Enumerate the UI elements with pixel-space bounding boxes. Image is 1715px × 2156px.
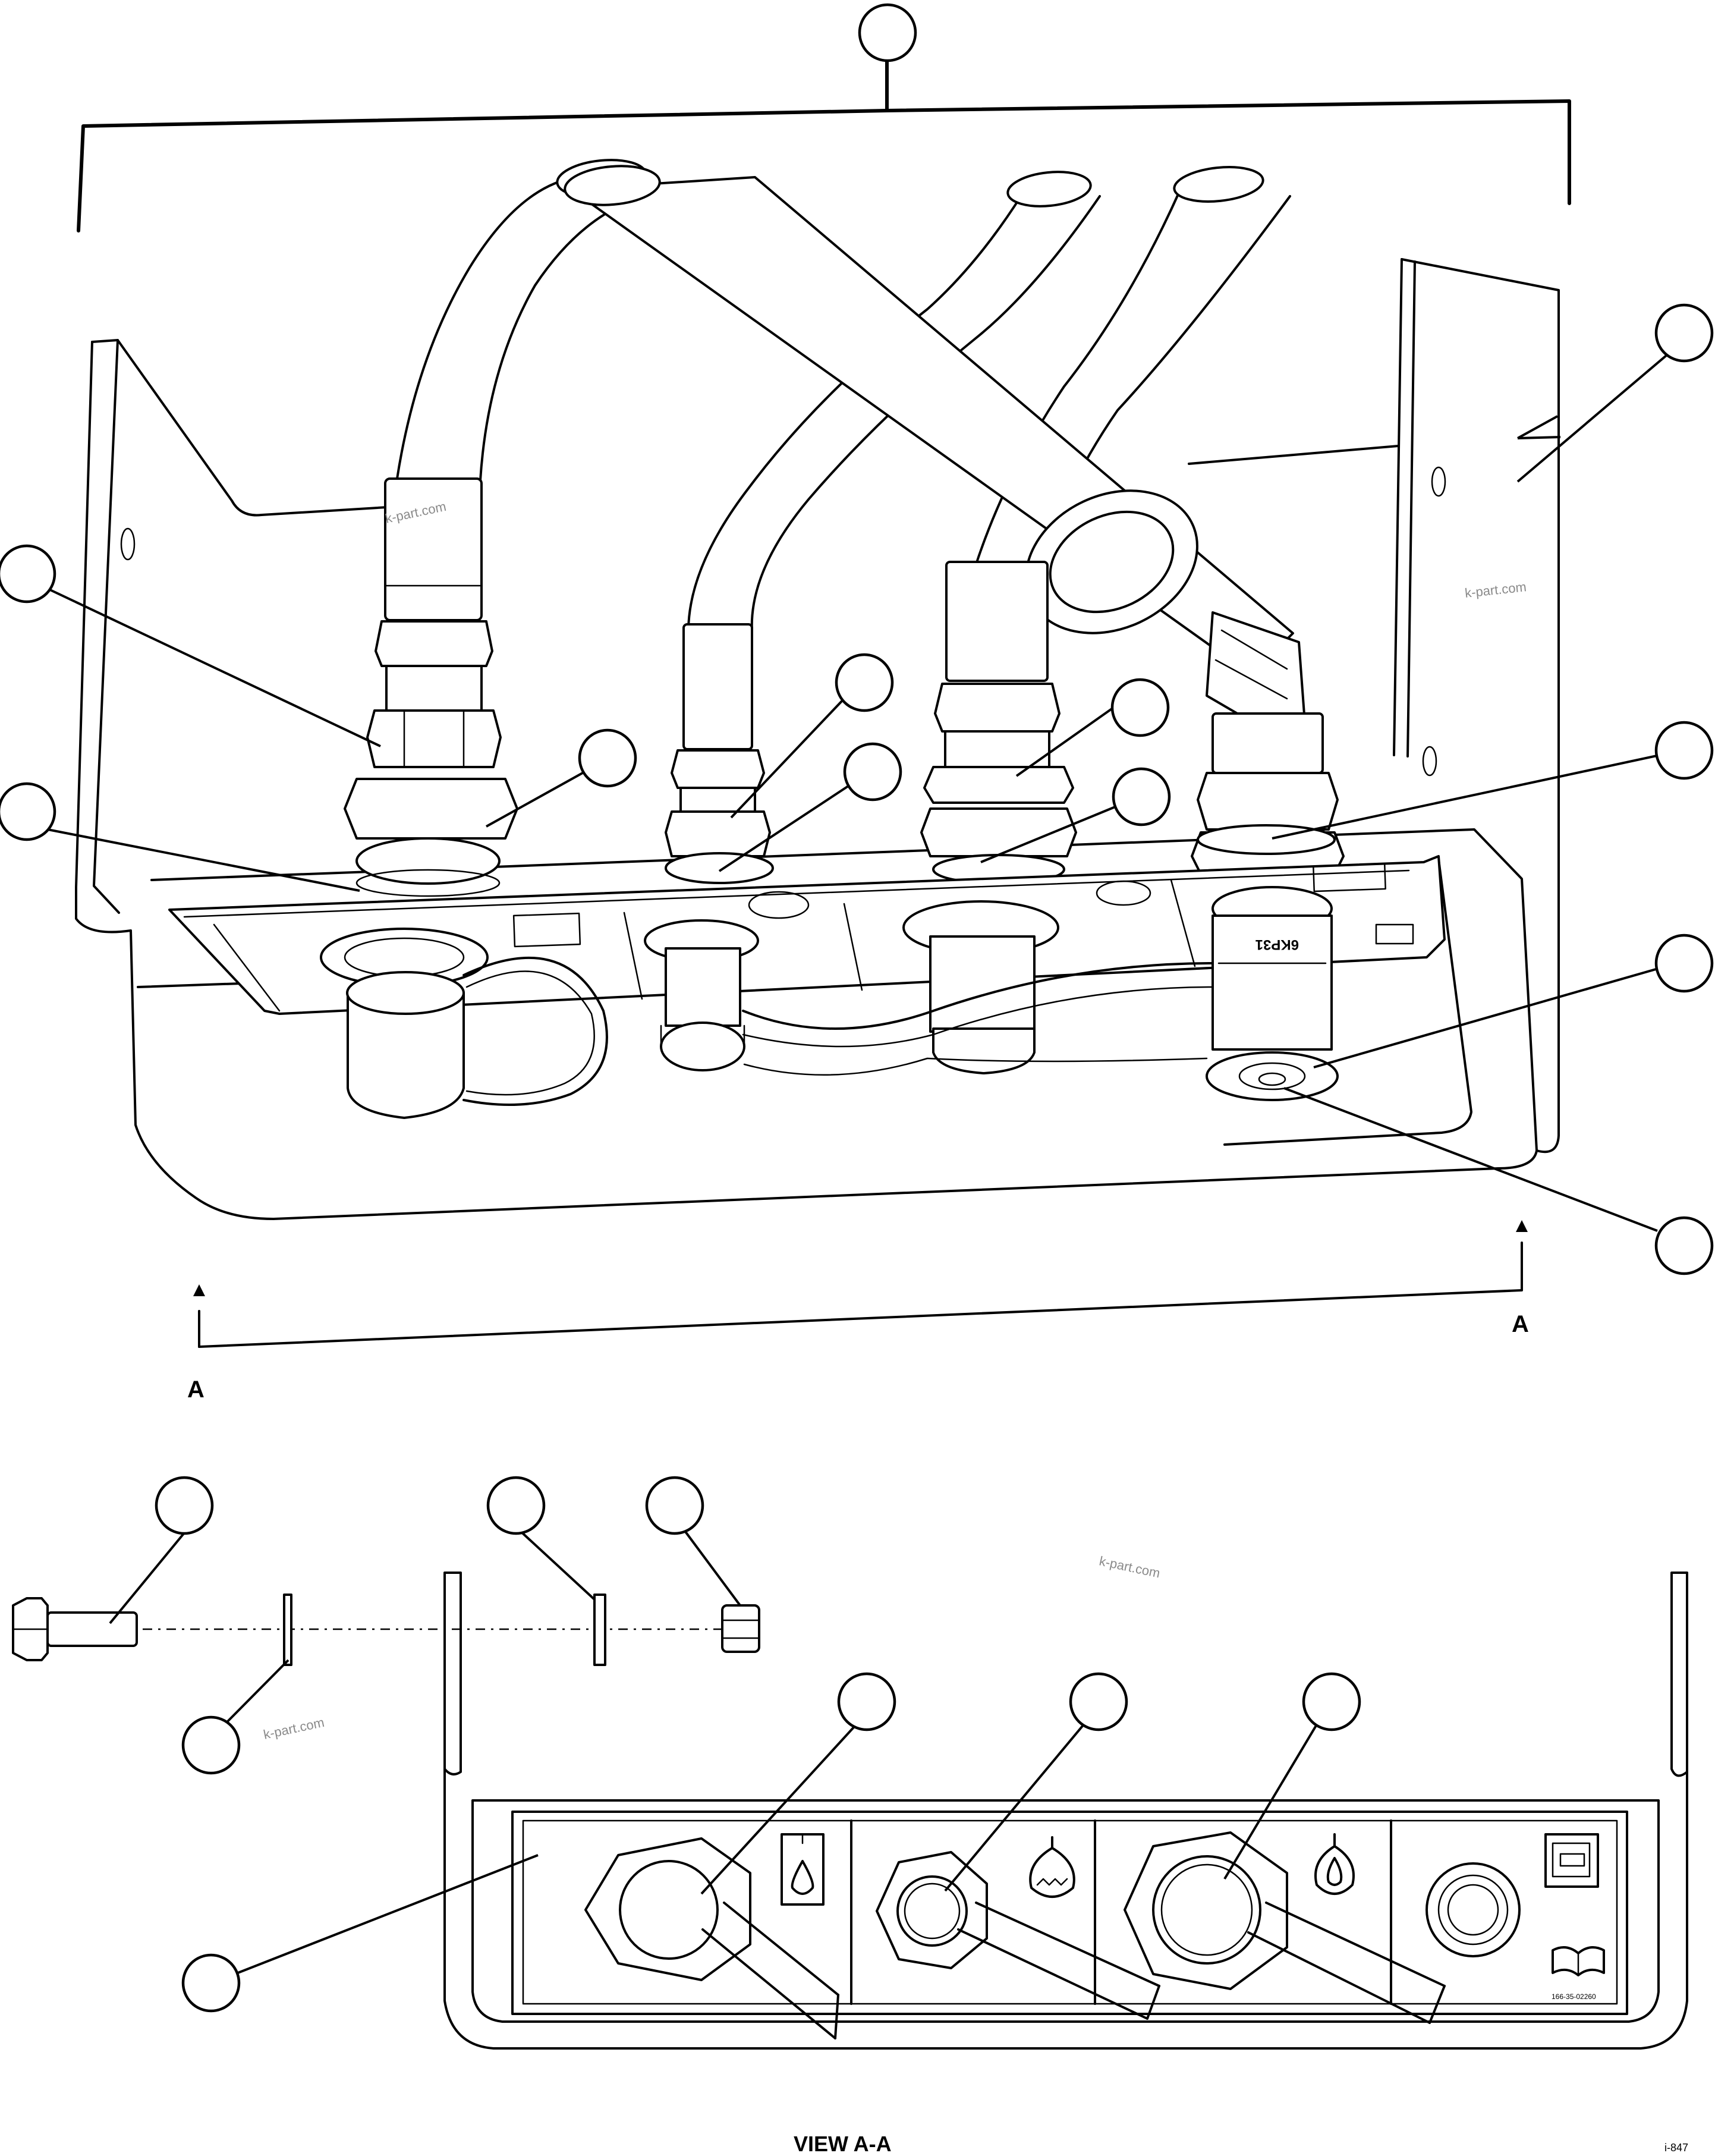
- callout-9: [1112, 767, 1171, 826]
- assembly-bracket: [77, 59, 1571, 232]
- manual-book-icon: [1552, 1946, 1605, 1976]
- callout-19: [1302, 1672, 1361, 1731]
- callout-circles: [0, 3, 1714, 2013]
- section-label-left: A: [187, 1376, 204, 1403]
- callout-16: [181, 1715, 241, 1775]
- fitting-stack-1: [344, 477, 518, 897]
- callout-12: [1654, 1216, 1714, 1275]
- left-mounting-plate: [75, 339, 466, 1220]
- callout-1: [858, 3, 917, 62]
- watermark-bottom-center: k-part.com: [1098, 1553, 1162, 1580]
- callout-3: [0, 544, 56, 604]
- view-title: VIEW A-A: [794, 2132, 892, 2156]
- callout-11: [1654, 934, 1714, 993]
- callout-13: [155, 1476, 214, 1535]
- callout-4: [578, 728, 637, 788]
- watermark-bottom-left-text: k-part.com: [262, 1715, 326, 1742]
- right-mounting-plate: [1188, 258, 1560, 1154]
- swivel-elbow-fitting: [1025, 489, 1306, 738]
- watermark-top-right: k-part.com: [1464, 579, 1527, 601]
- fitting-stack-2: [665, 623, 774, 884]
- coolant-drop-icon: [1029, 1836, 1075, 1898]
- callout-15: [645, 1476, 704, 1535]
- callout-6: [835, 653, 894, 712]
- fitting-stack-3: [920, 561, 1077, 885]
- callout-17: [837, 1672, 896, 1731]
- callout-10: [1654, 721, 1714, 780]
- sheet-code: i-847: [1664, 2142, 1688, 2154]
- callout-2: [1654, 303, 1714, 363]
- couplers-and-caps: 6KP31: [320, 886, 1339, 1119]
- tank-level-icon: [1544, 1833, 1599, 1888]
- callout-8: [1110, 678, 1170, 737]
- fitting-stack-4: [1191, 712, 1345, 875]
- bracket-view-aa: [443, 1572, 1688, 2050]
- callout-14: [486, 1476, 546, 1535]
- exploded-hardware: [12, 1594, 760, 1666]
- oil-drop-icon: [1314, 1833, 1355, 1895]
- section-marker-lines: [193, 1220, 1528, 1348]
- decal-tag-text: 6KP31: [1255, 936, 1299, 953]
- section-label-right: A: [1512, 1311, 1529, 1337]
- callout-18: [1069, 1672, 1128, 1731]
- decal-panel-view-aa: 166-35-02260: [511, 1811, 1628, 2039]
- callout-leaders: [47, 351, 1674, 1975]
- callout-20: [181, 1953, 241, 2013]
- callout-7: [843, 742, 902, 802]
- callout-5: [0, 782, 56, 841]
- hydraulic-tank-drop-icon: [781, 1833, 825, 1906]
- decal-part-number: 166-35-02260: [1552, 1992, 1596, 2001]
